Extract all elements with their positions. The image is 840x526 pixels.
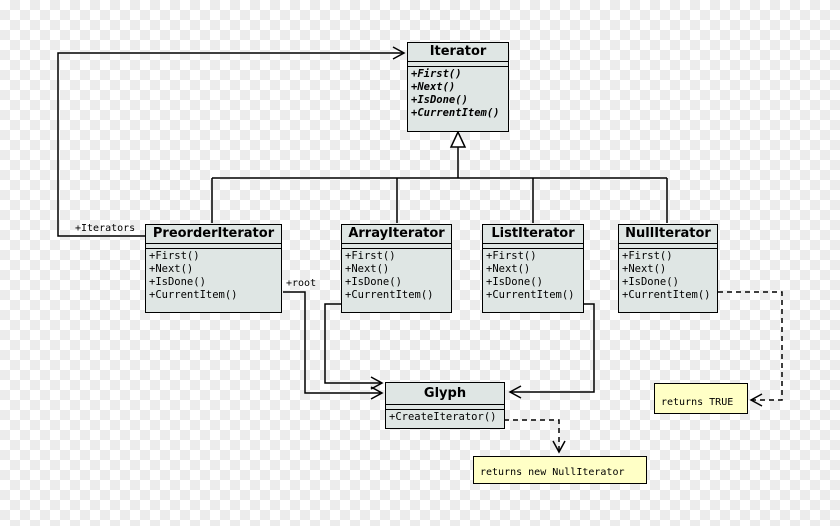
operation: +Next() <box>149 263 194 275</box>
glyph-class: Glyph +CreateIterator() <box>385 382 505 429</box>
iterators-association <box>57 46 406 237</box>
glyph-note: returns new NullIterator <box>473 456 647 484</box>
operation: +IsDone() <box>411 94 468 106</box>
array-iterator-class: ArrayIterator +First() +Next() +IsDone()… <box>341 224 452 313</box>
class-name: Iterator <box>408 43 508 62</box>
operation: +First() <box>345 250 396 262</box>
list-iterator-class: ListIterator +First() +Next() +IsDone() … <box>482 224 584 313</box>
glyph-note-link <box>504 419 566 454</box>
operations: +First() +Next() +IsDone() +CurrentItem(… <box>483 249 583 302</box>
operations: +First() +Next() +IsDone() +CurrentItem(… <box>619 249 717 302</box>
array-glyph-association <box>324 303 384 390</box>
root-association <box>283 291 384 400</box>
class-name: PreorderIterator <box>146 225 281 244</box>
operation: +Next() <box>411 81 456 93</box>
class-name: ListIterator <box>483 225 583 244</box>
null-iterator-note: returns TRUE <box>654 383 748 414</box>
operation: +IsDone() <box>622 276 679 288</box>
operation: +IsDone() <box>149 276 206 288</box>
operation: +CurrentItem() <box>149 289 238 301</box>
operations: +CreateIterator() <box>386 410 504 424</box>
preorder-iterator-class: PreorderIterator +First() +Next() +IsDon… <box>145 224 282 313</box>
operation: +CurrentItem() <box>622 289 711 301</box>
operation: +CurrentItem() <box>486 289 575 301</box>
iterator-class: Iterator +First() +Next() +IsDone() +Cur… <box>407 42 509 132</box>
operation: +First() <box>622 250 673 262</box>
root-role-label: +root <box>286 278 317 289</box>
operation: +CurrentItem() <box>411 107 500 119</box>
operations: +First() +Next() +IsDone() +CurrentItem(… <box>408 67 508 120</box>
operation: +First() <box>411 68 462 80</box>
null-note-link <box>718 291 783 407</box>
operation: +Next() <box>622 263 667 275</box>
operation: +First() <box>149 250 200 262</box>
operations: +First() +Next() +IsDone() +CurrentItem(… <box>146 249 281 302</box>
class-name: ArrayIterator <box>342 225 451 244</box>
iterators-role-label: +Iterators <box>75 223 136 234</box>
list-glyph-association <box>508 303 595 399</box>
operation: +Next() <box>345 263 390 275</box>
operations: +First() +Next() +IsDone() +CurrentItem(… <box>342 249 451 302</box>
operation: +IsDone() <box>486 276 543 288</box>
operation: +CreateIterator() <box>389 411 497 423</box>
operation: +CurrentItem() <box>345 289 434 301</box>
operation: +Next() <box>486 263 531 275</box>
generalization-triangle <box>449 130 467 148</box>
operation: +IsDone() <box>345 276 402 288</box>
operation: +First() <box>486 250 537 262</box>
null-iterator-class: NullIterator +First() +Next() +IsDone() … <box>618 224 718 313</box>
class-name: Glyph <box>386 383 504 405</box>
class-name: NullIterator <box>619 225 717 244</box>
